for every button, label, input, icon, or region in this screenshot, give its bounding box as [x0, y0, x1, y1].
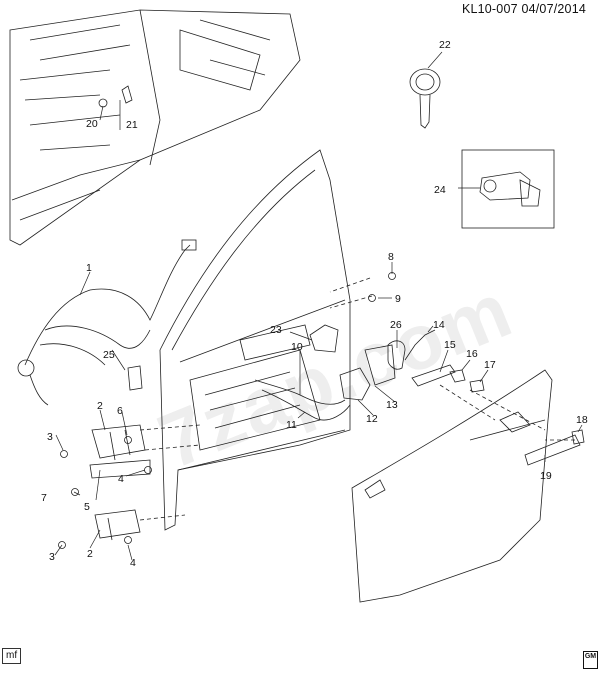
bolt-3-upper — [60, 450, 68, 458]
callout-23: 23 — [270, 324, 282, 336]
bolt-7 — [71, 488, 79, 496]
callout-26: 26 — [390, 319, 402, 331]
rod-14 — [404, 329, 436, 361]
callout-8: 8 — [388, 251, 394, 263]
lower-hinge — [94, 509, 141, 541]
callout-6: 6 — [117, 405, 123, 417]
door-latch — [339, 344, 396, 401]
callout-2-lower: 2 — [87, 548, 93, 560]
callout-15: 15 — [444, 339, 456, 351]
key-22 — [409, 68, 441, 129]
callout-21: 21 — [126, 119, 138, 131]
callout-labels: 1 2 2 3 3 4 4 5 6 7 8 9 10 11 12 13 14 1… — [41, 39, 588, 569]
inside-rod-11 — [261, 389, 351, 421]
outside-handle-bracket — [411, 364, 485, 393]
door-check — [89, 459, 151, 479]
callout-10: 10 — [291, 341, 303, 353]
callout-20: 20 — [86, 118, 98, 130]
bolt-4-upper — [144, 466, 152, 474]
bolt-20 — [98, 98, 108, 108]
callout-11: 11 — [286, 419, 297, 431]
callout-5: 5 — [84, 501, 90, 513]
part-23-shape — [309, 324, 339, 353]
diagram-code: KL10-007 — [461, 2, 518, 16]
callout-22: 22 — [439, 39, 451, 51]
bolt-3-lower — [58, 541, 66, 549]
callout-14: 14 — [433, 319, 445, 331]
outer-door-panel — [351, 369, 553, 603]
callout-12: 12 — [366, 413, 378, 425]
callout-17: 17 — [484, 359, 496, 371]
footer-tag: mf — [2, 648, 22, 664]
box-24 — [461, 149, 555, 229]
lock-cylinder-24 — [479, 171, 541, 207]
gm-logo: GM — [583, 651, 598, 669]
bolt-4-lower — [124, 536, 132, 544]
wiring-harness — [17, 239, 197, 406]
callout-3-upper: 3 — [47, 431, 53, 443]
floor-section — [9, 9, 301, 246]
fastener-9 — [368, 294, 376, 302]
callout-18: 18 — [576, 414, 588, 426]
callout-13: 13 — [386, 399, 398, 411]
callout-7: 7 — [41, 492, 47, 504]
diagram-date: 04/07/2014 — [521, 2, 586, 16]
callout-16: 16 — [466, 348, 478, 360]
callout-24: 24 — [434, 184, 446, 196]
cap-18 — [571, 429, 585, 445]
part-25-shape — [127, 365, 143, 391]
callout-4-upper: 4 — [118, 473, 124, 485]
part-26-shape — [387, 340, 406, 370]
upper-hinge — [91, 424, 146, 461]
bracket-21 — [121, 85, 133, 104]
door-frame — [159, 149, 351, 531]
callout-19: 19 — [540, 470, 552, 482]
diagram-header: KL10-007 04/07/2014 — [462, 2, 586, 16]
callout-25: 25 — [103, 349, 115, 361]
callout-3-lower: 3 — [49, 551, 55, 563]
outside-handle-19 — [524, 434, 581, 466]
callout-9: 9 — [395, 293, 401, 305]
callout-1: 1 — [86, 262, 92, 274]
callout-4-lower: 4 — [130, 557, 136, 569]
bolt-6 — [124, 436, 132, 444]
callout-2-upper: 2 — [97, 400, 103, 412]
